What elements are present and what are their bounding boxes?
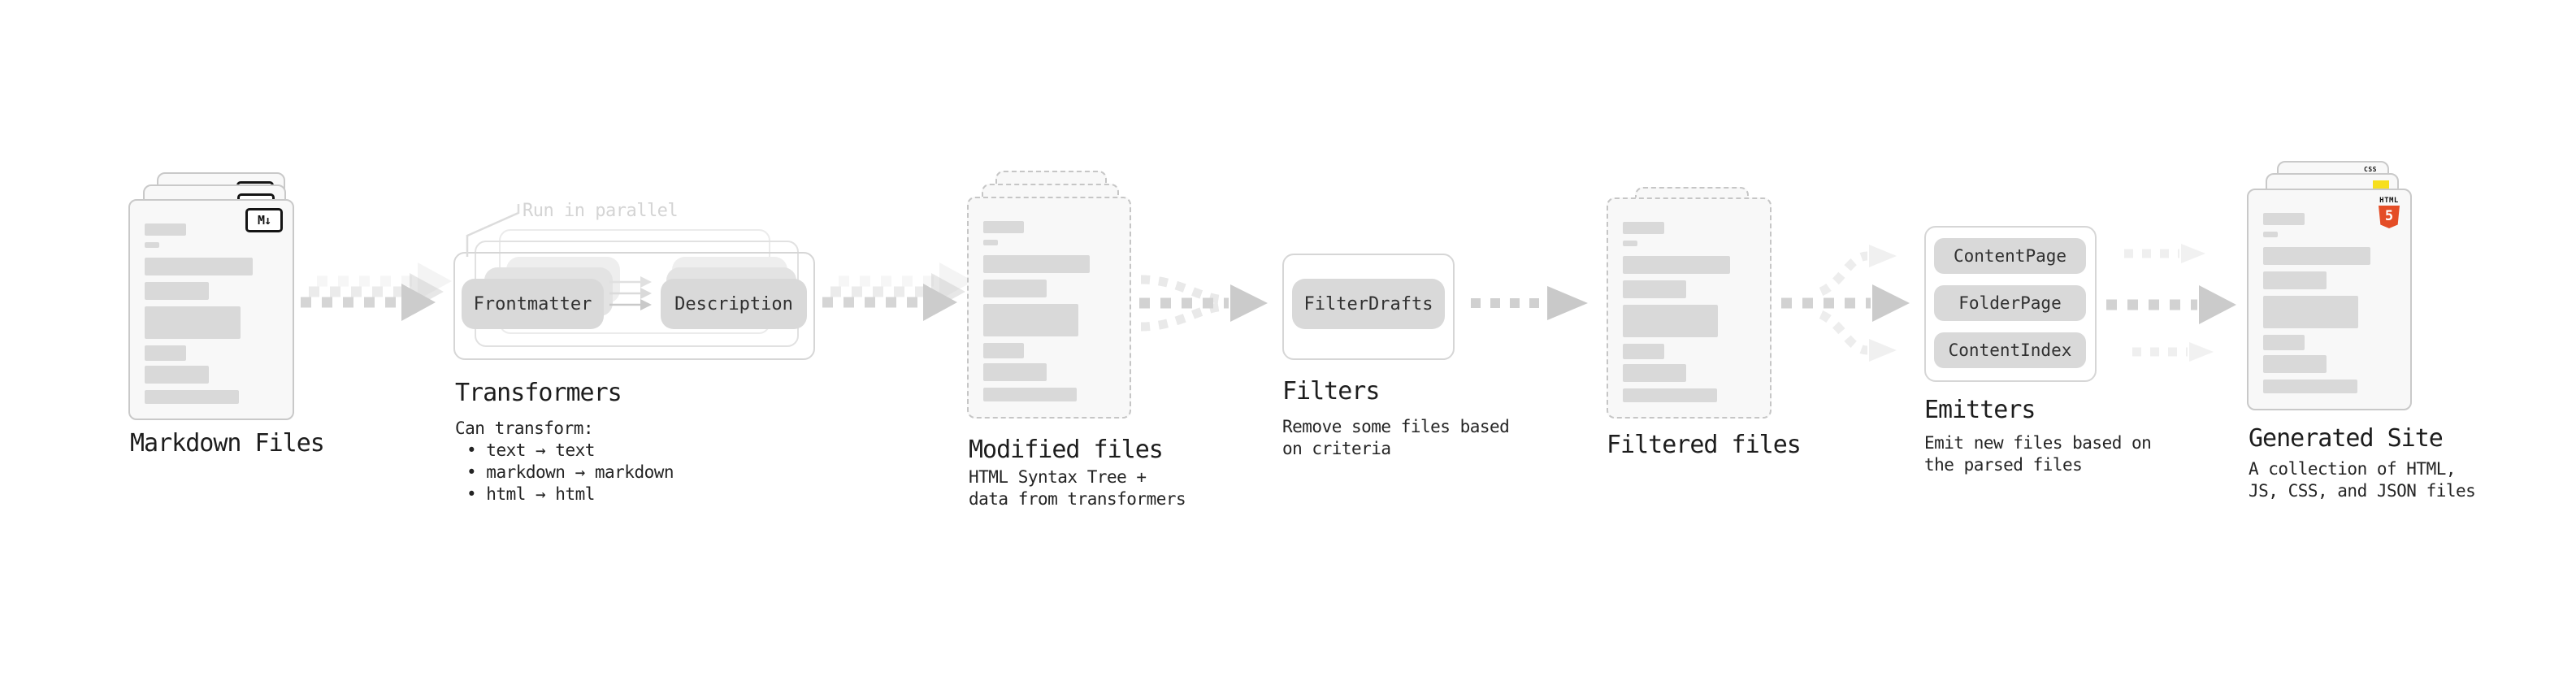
filters-body: Remove some files based on criteria — [1282, 417, 1510, 458]
js-icon — [2373, 180, 2389, 191]
modified-files-title: Modified files — [969, 436, 1164, 464]
flow-arrow-markdown-to-transformers — [301, 262, 452, 321]
doc-line — [983, 343, 1025, 358]
doc-line — [1623, 364, 1687, 382]
filtered-doc-front — [1607, 197, 1772, 419]
doc-line — [2263, 271, 2327, 289]
filtered-files-title: Filtered files — [1607, 431, 1802, 459]
doc-line — [1623, 241, 1637, 246]
doc-line — [1623, 256, 1731, 274]
emitters-body: Emit new files based on the parsed files — [1924, 433, 2152, 475]
bullet-item: text → text — [455, 440, 674, 462]
doc-line — [145, 258, 253, 275]
doc-line — [1623, 344, 1664, 359]
bullet-item: markdown → markdown — [455, 462, 674, 484]
description-pill: Description — [661, 279, 807, 329]
contentpage-pill: ContentPage — [1934, 238, 2086, 274]
doc-line — [2263, 296, 2359, 328]
doc-line — [2263, 232, 2278, 237]
doc-line — [2263, 355, 2327, 373]
doc-line — [983, 221, 1025, 233]
filterdrafts-pill: FilterDrafts — [1292, 279, 1445, 329]
doc-line — [983, 363, 1047, 381]
flow-arrow-transformers-to-modified — [822, 262, 974, 321]
frontmatter-pill: Frontmatter — [462, 279, 604, 329]
markdown-files-title: Markdown Files — [130, 429, 325, 458]
html5-icon: HTML 5 — [2377, 197, 2401, 228]
doc-line — [1623, 305, 1719, 337]
doc-line — [145, 306, 241, 339]
flow-arrow-filtered-to-emitters — [1781, 245, 1910, 362]
doc-line — [1623, 280, 1687, 298]
doc-line — [983, 255, 1091, 273]
doc-line — [145, 345, 186, 361]
transformers-bullet-list: text → text markdown → markdown html → h… — [455, 440, 674, 505]
css-badge-text: CSS — [2364, 166, 2377, 173]
transformers-frame-front — [453, 252, 815, 360]
filters-title: Filters — [1282, 377, 1380, 406]
doc-line — [983, 304, 1078, 336]
doc-line — [2263, 247, 2371, 265]
doc-line — [1623, 388, 1717, 402]
doc-line — [1623, 222, 1664, 234]
parallel-run-arrows — [609, 276, 652, 310]
transformers-title: Transformers — [455, 379, 622, 407]
flow-arrow-filters-to-filtered — [1471, 286, 1588, 320]
doc-line — [2263, 213, 2305, 225]
folderpage-pill: FolderPage — [1934, 285, 2086, 321]
doc-line — [983, 240, 998, 245]
run-in-parallel-note: Run in parallel — [523, 201, 679, 221]
emitters-title: Emitters — [1924, 396, 2036, 424]
doc-line — [2263, 335, 2305, 350]
html5-shield: 5 — [2379, 206, 2400, 228]
modified-files-body: HTML Syntax Tree + data from transformer… — [969, 467, 1186, 509]
note-callout-line — [466, 204, 520, 257]
doc-line — [145, 242, 160, 248]
modified-doc-front — [967, 197, 1131, 419]
doc-line — [145, 390, 240, 404]
doc-line — [983, 388, 1078, 401]
flow-arrow-modified-to-filters — [1139, 275, 1268, 332]
generated-site-title: Generated Site — [2249, 424, 2444, 453]
generated-site-body: A collection of HTML, JS, CSS, and JSON … — [2249, 459, 2476, 501]
doc-line — [145, 282, 209, 300]
generated-doc-html: HTML 5 — [2247, 189, 2412, 410]
markdown-icon: M↓ — [245, 208, 283, 232]
doc-line — [2263, 380, 2357, 393]
doc-line — [983, 280, 1047, 297]
flow-arrow-emitters-to-generated — [2106, 244, 2236, 362]
transformers-body: Can transform: — [455, 419, 594, 438]
html5-word: HTML — [2379, 197, 2399, 205]
bullet-item: html → html — [455, 484, 674, 505]
contentindex-pill: ContentIndex — [1934, 332, 2086, 368]
doc-line — [145, 366, 209, 384]
markdown-doc-front: M↓ — [128, 199, 294, 420]
doc-line — [145, 223, 186, 236]
